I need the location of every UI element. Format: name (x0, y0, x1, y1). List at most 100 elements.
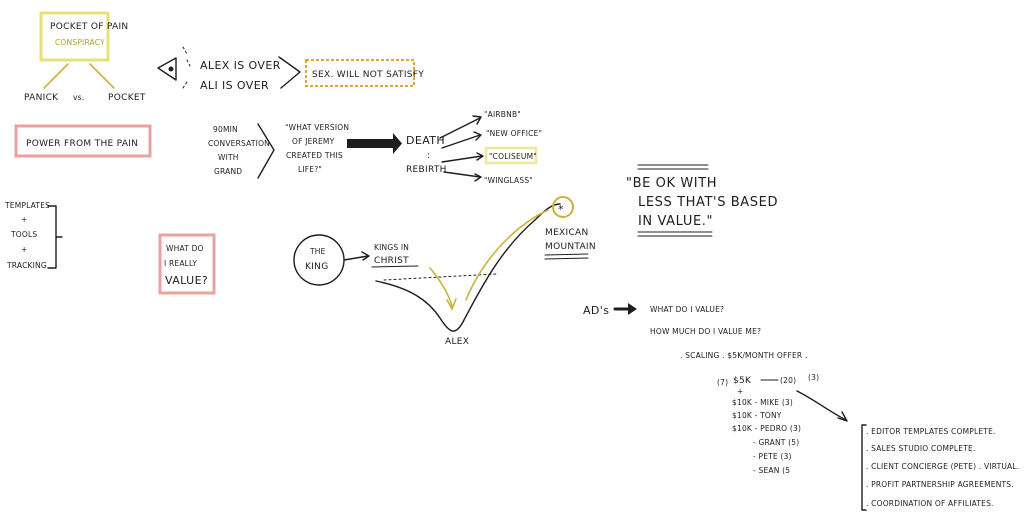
star-circle (552, 196, 574, 218)
death-label: DEATH (406, 134, 445, 147)
eye-arrow (278, 56, 301, 89)
eye-pupil (168, 66, 174, 72)
checklist-item-0: . EDITOR TEMPLATES COMPLETE. (866, 427, 996, 436)
ads-arrow-checklist-head (837, 411, 848, 422)
arrow-office (441, 134, 481, 149)
arrow-airbnb (439, 117, 481, 139)
convo-line-0: 90MIN (213, 125, 238, 134)
arrow-coliseum (441, 155, 483, 163)
vs-label: vs. (73, 93, 84, 102)
ads-q1: WHAT DO I VALUE? (650, 305, 724, 314)
value-box (158, 233, 216, 295)
templates-line-4: TRACKING (6, 261, 47, 270)
king-arrow (343, 255, 369, 261)
pocket-left-branch (43, 63, 69, 89)
convo-line-1: CONVERSATION (208, 139, 270, 148)
alex-over-text: ALEX IS OVER (200, 59, 281, 72)
satisfy-box (305, 59, 415, 87)
pocket-box (39, 11, 110, 62)
power-box (14, 124, 152, 158)
pocket-subtitle: CONSPIRACY (55, 38, 105, 47)
ads-subrow-1: - PETE (3) (753, 452, 792, 461)
mountain-line-0: MEXICAN (545, 228, 589, 238)
item-winglass: "WINGLASS" (484, 176, 533, 185)
valley-label: ALEX (445, 337, 469, 347)
kings-line-0: KINGS IN (374, 243, 409, 252)
quote-top-lines (637, 164, 709, 170)
templates-line-1: + (21, 215, 27, 224)
big-arrow-head (393, 133, 402, 154)
ads-arrow-checklist (796, 390, 847, 421)
quote-line-1: OF JEREMY (292, 137, 335, 146)
ads-label: AD's (583, 304, 609, 317)
eye-dots-bottom (182, 81, 188, 89)
convo-arrow (257, 123, 275, 179)
ads-line1: $5K (733, 376, 752, 386)
panick-label: PANICK (24, 93, 59, 103)
arrow-winglass-head (474, 173, 482, 182)
item-airbnb: "AIRBNB" (484, 110, 521, 119)
ads-row-0: $10K - MIKE (3) (732, 398, 793, 407)
pocket-title: POCKET OF PAIN (50, 22, 128, 32)
star-mark: * (558, 203, 564, 216)
king-circle (293, 234, 345, 286)
ads-val1: (20) (780, 376, 796, 385)
templates-line-2: TOOLS (10, 230, 37, 239)
value-line-0: WHAT DO (166, 244, 204, 253)
ads-num-left: (7) (717, 378, 728, 387)
quote-line-3: LIFE?" (298, 165, 322, 174)
item-coliseum: "COLISEUM" (489, 152, 537, 161)
arrow-winglass (443, 171, 481, 178)
ads-num-right: (3) (808, 373, 819, 382)
valley-yellow-down-head (446, 298, 457, 311)
king-line-0: THE (309, 247, 326, 256)
valley-dash-line (383, 273, 497, 281)
mountain-underline (544, 253, 589, 260)
coliseum-highlight (484, 146, 538, 165)
templates-line-3: + (21, 245, 27, 254)
valley-yellow-up (465, 209, 549, 301)
arrow-office-head (473, 131, 482, 141)
item-office: "NEW OFFICE" (486, 129, 542, 138)
ads-q2: HOW MUCH DO I VALUE ME? (650, 327, 761, 336)
quote-bottom-lines (637, 231, 713, 237)
ads-arrow-head (628, 303, 637, 315)
arrow-coliseum-head (476, 152, 484, 161)
quote-line-0: "WHAT VERSION (285, 123, 349, 132)
checklist-item-2: . CLIENT CONCIERGE (PETE) . VIRTUAL. (866, 462, 1019, 471)
quote-right-1: LESS THAT'S BASED (638, 195, 778, 210)
kings-underline (371, 265, 419, 268)
pocket-label: POCKET (108, 93, 146, 103)
quote-line-2: CREATED THIS (286, 151, 343, 160)
checklist-item-3: . PROFIT PARTNERSHIP AGREEMENTS. (866, 480, 1014, 489)
templates-bracket (47, 205, 63, 269)
ads-plus: + (737, 387, 743, 396)
ads-row-1: $10K - TONY (732, 411, 782, 420)
arrow-airbnb-head (472, 115, 482, 125)
ali-over-text: ALI IS OVER (200, 79, 269, 92)
checklist-item-4: . COORDINATION OF AFFILIATES. (866, 499, 994, 508)
death-dot: : (427, 151, 430, 161)
rebirth-label: REBIRTH (406, 165, 447, 175)
power-text: POWER FROM THE PAIN (26, 139, 138, 149)
kings-line-1: CHRIST (374, 256, 409, 266)
quote-right-2: IN VALUE." (638, 214, 713, 229)
templates-line-0: TEMPLATES (4, 201, 50, 210)
checklist-item-1: . SALES STUDIO COMPLETE. (866, 444, 976, 453)
valley-yellow-down (429, 267, 453, 307)
convo-line-3: GRAND (214, 167, 242, 176)
quote-right-0: "BE OK WITH (626, 176, 717, 191)
valley-curve (375, 203, 561, 332)
ads-subrow-0: - GRANT (5) (753, 438, 799, 447)
convo-line-2: WITH (218, 153, 239, 162)
value-line-1: I REALLY (164, 259, 197, 268)
king-arrow-head (361, 251, 370, 261)
value-line-2: VALUE? (165, 274, 208, 287)
checklist-bracket (861, 424, 867, 511)
mountain-line-1: MOUNTAIN (545, 242, 596, 252)
satisfy-text: SEX. WILL NOT SATISFY (312, 70, 424, 80)
ads-row-2: $10K - PEDRO (3) (732, 424, 801, 433)
king-line-1: KING (305, 262, 328, 272)
